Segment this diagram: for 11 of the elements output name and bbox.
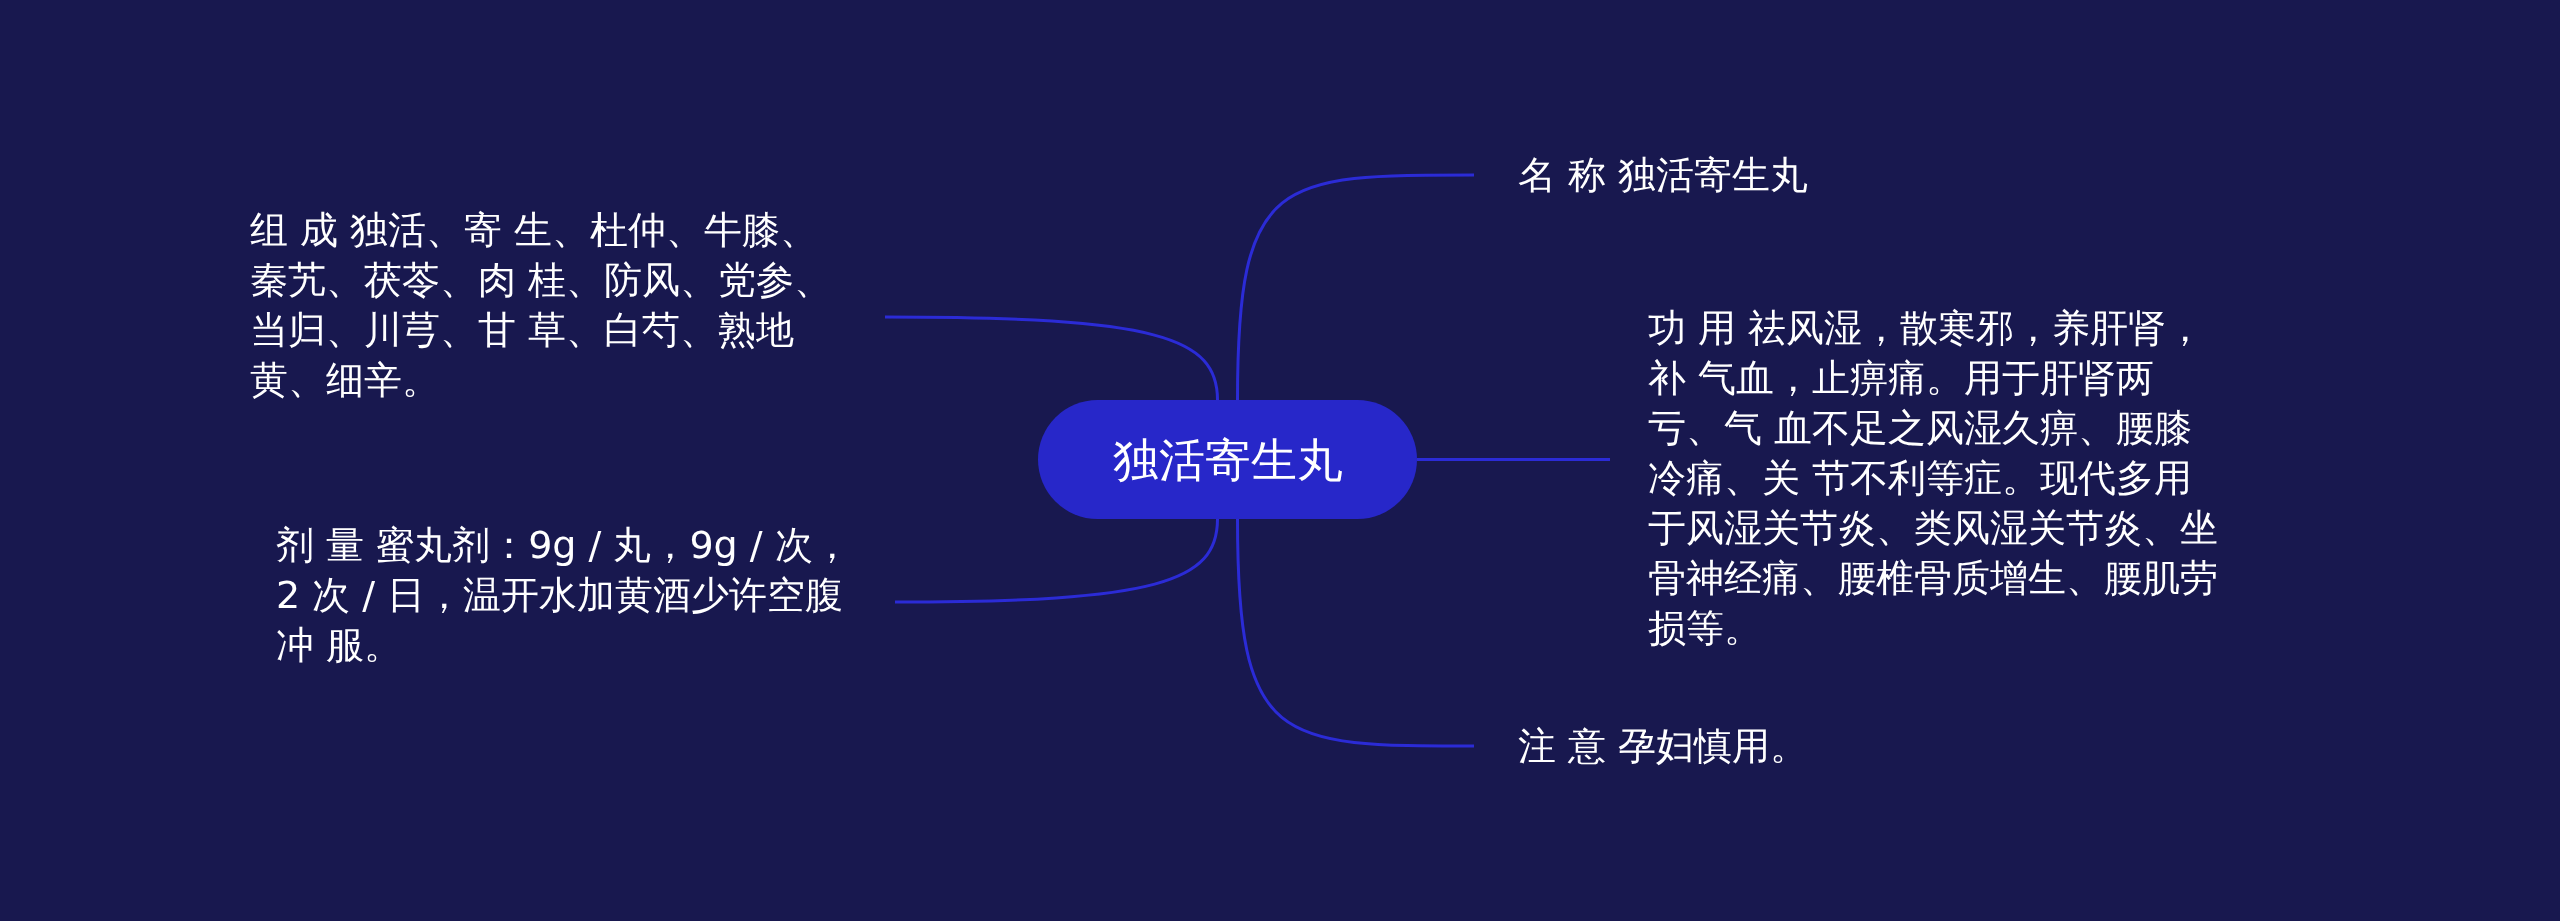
topic-text: 名 称 独活寄生丸 xyxy=(1474,150,1874,200)
branch-line xyxy=(1236,173,1474,401)
branch-line xyxy=(1417,458,1610,461)
topic-text: 剂 量 蜜丸剂：9g / 丸，9g / 次，2 次 / 日，温开水加黄酒少许空腹冲 服。 xyxy=(276,520,895,670)
topic-text: 组 成 独活、寄 生、杜仲、牛膝、秦艽、茯苓、肉 桂、防风、党参、当归、川芎、甘 草、白芍、熟地黄、细辛。 xyxy=(250,205,885,405)
topic-text: 注 意 孕妇慎用。 xyxy=(1474,721,1874,771)
branch-line xyxy=(1236,518,1474,748)
branch-line xyxy=(885,315,1219,401)
central-topic: 独活寄生丸 xyxy=(1038,400,1417,519)
topic-text: 功 用 祛风湿，散寒邪，养肝肾，补 气血，止痹痛。用于肝肾两亏、气 血不足之风湿久痹、腰膝冷痛、关 节不利等症。现代多用于风湿关节炎、类风湿关节炎、坐骨神经痛、腰椎骨质增生、腰肌劳损等。 xyxy=(1610,303,2220,653)
branch-line xyxy=(895,518,1219,604)
